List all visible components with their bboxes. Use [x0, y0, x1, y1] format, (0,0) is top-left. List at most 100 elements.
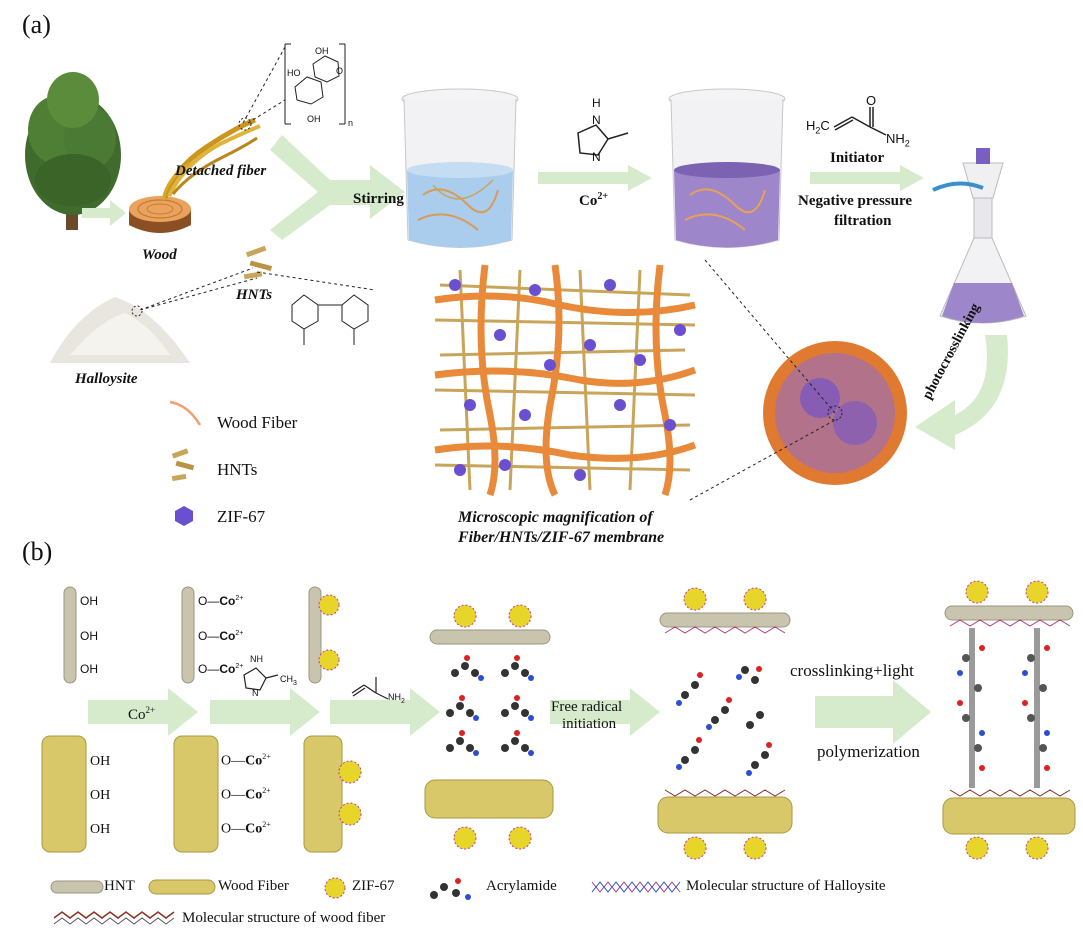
- imidazole-n1: N: [592, 113, 601, 127]
- wood-oh-3: OH: [90, 822, 111, 837]
- wood-fiber-rod-zif: [303, 735, 362, 853]
- wood-fiber-rod-co: [173, 735, 219, 853]
- acrylamide-b-nh2: NH2: [388, 692, 405, 705]
- microscopic-mesh: [434, 264, 697, 497]
- free-radical-label-1: Free radical: [551, 699, 623, 715]
- legend-b-wood-struct-label: Molecular structure of wood fiber: [182, 910, 386, 926]
- detached-fiber-illustration: [161, 117, 261, 201]
- zoom-lines-membrane: [689, 259, 836, 501]
- sugar-o: O: [336, 66, 344, 76]
- legend-hnts-icon: [171, 448, 195, 482]
- hnt-oh-1: OH: [80, 594, 98, 608]
- sugar-ho: HO: [287, 68, 301, 78]
- wood-o-co-3: O—Co2+: [221, 820, 271, 837]
- cellulose-structure: [284, 43, 346, 125]
- imidazole-b-nh: NH: [250, 654, 263, 664]
- wood-oh-2: OH: [90, 788, 111, 803]
- legend-wood-fiber-label: Wood Fiber: [217, 413, 298, 432]
- imidazole-b-ch3: CH3: [280, 674, 297, 687]
- wood-fiber-rod-oh: [41, 735, 87, 853]
- panel-a-label: (a): [22, 10, 51, 39]
- arrow-b-free-radical: [550, 688, 660, 736]
- detached-fiber-label: Detached fiber: [175, 163, 267, 179]
- halloysite-label: Halloysite: [75, 371, 138, 387]
- hnt-rod-zif: [308, 586, 340, 684]
- caption-line-2: Fiber/HNTs/ZIF-67 membrane: [458, 529, 665, 546]
- legend-hnts-label: HNTs: [217, 460, 258, 479]
- filtration-label: filtration: [834, 213, 892, 229]
- negative-pressure-label: Negative pressure: [798, 193, 913, 209]
- hnt-rod-co: [181, 586, 195, 684]
- hnts-small-illustration: [243, 245, 273, 280]
- sugar-oh-1: OH: [315, 46, 329, 56]
- acrylamide-b-structure: [351, 677, 389, 700]
- sugar-oh-2: OH: [307, 114, 321, 124]
- hnt-o-co-2: O—Co2+: [198, 629, 244, 643]
- imidazole-h: H: [592, 96, 601, 110]
- legend-b-hnt-icon: [50, 880, 104, 894]
- zoom-lines-halloysite: [139, 267, 376, 311]
- free-radical-label-2: initiation: [562, 716, 617, 732]
- arrow-b-co2-label: Co2+: [128, 705, 156, 723]
- beaker-blue: [401, 88, 519, 248]
- acrylamide-nh2: NH2: [886, 131, 910, 149]
- halloysite-powder: [50, 297, 190, 363]
- legend-b-acrylamide-icon: [430, 878, 471, 900]
- caption-line-1: Microscopic magnification of: [458, 509, 653, 526]
- arrow-tree-to-wood: [82, 200, 126, 226]
- initiator-label: Initiator: [830, 150, 885, 166]
- legend-b-halloysite-icon: [591, 881, 681, 893]
- hnt-rod-oh: [63, 586, 77, 684]
- legend-wood-fiber-icon: [169, 400, 202, 426]
- legend-b-acrylamide-label: Acrylamide: [486, 878, 557, 894]
- filtration-flask: [932, 148, 1027, 324]
- legend-b-zif67-icon: [324, 877, 346, 899]
- arrow-b-imidazole: [210, 688, 320, 736]
- beaker-purple: [668, 88, 786, 248]
- polymerization-label: polymerization: [817, 742, 920, 761]
- acrylamide-h2: H2C: [806, 118, 830, 136]
- stage6-assembly: [942, 580, 1076, 860]
- legend-b-wood-struct-icon: [53, 911, 175, 925]
- hnt-oh-3: OH: [80, 662, 98, 676]
- hnt-oh-2: OH: [80, 629, 98, 643]
- imidazole-structure: [577, 124, 629, 156]
- legend-b-hnt-label: HNT: [104, 878, 135, 894]
- legend-zif67-icon: [175, 506, 193, 526]
- wood-o-co-2: O—Co2+: [221, 786, 271, 803]
- halloysite-structure: [291, 294, 369, 345]
- stage5-assembly: [657, 587, 793, 860]
- zoom-lines-fiber: [242, 46, 286, 124]
- photocrosslinking-arrow: [915, 335, 1008, 450]
- wood-oh-1: OH: [90, 754, 111, 769]
- arrow-b-crosslinking: [815, 680, 931, 744]
- arrow-b-acrylamide: [330, 688, 440, 736]
- legend-zif67-label: ZIF-67: [217, 507, 266, 526]
- hnt-o-co-1: O—Co2+: [198, 594, 244, 608]
- legend-b-zif67-label: ZIF-67: [352, 878, 395, 894]
- hnt-o-co-3: O—Co2+: [198, 662, 244, 676]
- merge-arrow: [270, 135, 405, 240]
- wood-label: Wood: [142, 247, 177, 263]
- hnts-label: HNTs: [236, 287, 273, 303]
- legend-b-wood-fiber-icon: [148, 879, 216, 895]
- imidazole-n2: N: [592, 150, 601, 164]
- acrylamide-o: O: [866, 93, 877, 108]
- arrow-b-co2: [88, 688, 198, 736]
- arrow-filtration: [810, 165, 924, 191]
- arrow-co2: [538, 165, 652, 191]
- co2-label: Co2+: [579, 191, 609, 209]
- wood-log: [129, 196, 191, 233]
- stirring-label: Stirring: [353, 191, 404, 207]
- wood-o-co-1: O—Co2+: [221, 752, 271, 769]
- tree-illustration: [25, 72, 121, 230]
- legend-b-wood-fiber-label: Wood Fiber: [218, 878, 289, 894]
- crosslinking-light-label: crosslinking+light: [790, 661, 914, 680]
- panel-b-label: (b): [22, 537, 53, 566]
- imidazole-b-n: N: [252, 688, 259, 698]
- acrylamide-structure: [833, 107, 887, 136]
- sugar-n: n: [348, 118, 354, 128]
- legend-b-halloysite-label: Molecular structure of Halloysite: [686, 878, 886, 894]
- imidazole-b-structure: [243, 667, 279, 691]
- stage4-assembly: [424, 604, 554, 850]
